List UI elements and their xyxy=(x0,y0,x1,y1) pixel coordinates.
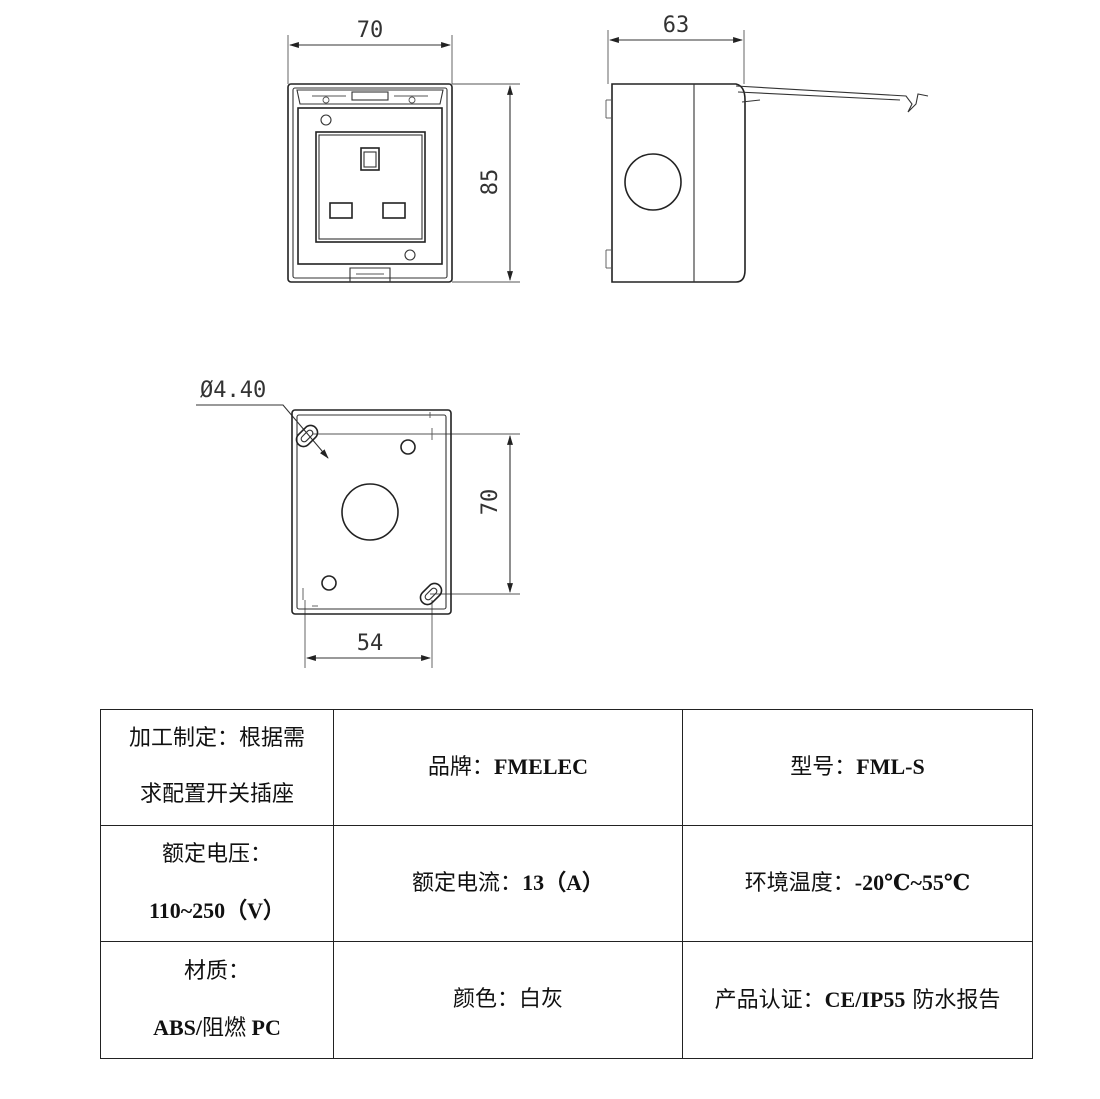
spec-cell: 环境温度：-20℃~55℃ xyxy=(682,824,1033,943)
front-width-dimension: 70 xyxy=(357,18,384,43)
spec-text: FML-S xyxy=(856,753,925,779)
spec-text: FMELEC xyxy=(493,753,589,779)
spec-text: 额定电压： xyxy=(161,841,272,867)
spec-cell: 颜色：白灰 xyxy=(333,941,683,1059)
spec-text: 环境温度： xyxy=(744,870,855,896)
spec-cell: 型号：FML-S xyxy=(682,709,1033,826)
spec-text: 品牌： xyxy=(427,754,494,780)
spec-text: 求配置开关插座 xyxy=(139,782,294,808)
spec-cell: 额定电压： 110~250（V） xyxy=(100,824,334,943)
spec-text: ABS/ xyxy=(153,1014,203,1040)
spec-cell-line: 额定电流：13（A） xyxy=(338,855,678,912)
front-height-dimension: 85 xyxy=(478,169,503,196)
front-view: 70 85 xyxy=(287,18,520,283)
spec-text: 产品认证： xyxy=(714,987,825,1013)
spec-cell: 品牌：FMELEC xyxy=(333,709,683,826)
back-view: Ø4.40 70 54 xyxy=(196,378,520,668)
side-view: 63 xyxy=(605,13,929,283)
back-vertical-dimension: 70 xyxy=(478,489,503,516)
spec-text: CE/IP55 xyxy=(824,986,906,1012)
technical-drawing: 70 85 63 xyxy=(196,13,929,668)
spec-cell-line: 环境温度：-20℃~55℃ xyxy=(687,855,1028,912)
side-depth-dimension: 63 xyxy=(663,13,690,38)
spec-cell-line: 材质： xyxy=(105,944,329,1000)
spec-cell: 额定电流：13（A） xyxy=(333,824,683,943)
spec-cell-line: 产品认证：CE/IP55 防水报告 xyxy=(687,972,1028,1029)
spec-cell-line: 颜色：白灰 xyxy=(338,972,678,1028)
spec-text: 加工制定：根据需 xyxy=(128,726,305,752)
spec-text: 110~250（V） xyxy=(148,897,286,923)
spec-text: 额定电流： xyxy=(412,870,523,896)
spec-row: 额定电压：110~250（V）额定电流：13（A）环境温度：-20℃~55℃ xyxy=(100,824,1033,943)
spec-text: 颜色：白灰 xyxy=(452,987,563,1013)
spec-cell: 加工制定：根据需求配置开关插座 xyxy=(100,709,334,826)
spec-text: 阻燃 xyxy=(202,1015,247,1041)
mounting-hole-dimension: Ø4.40 xyxy=(200,378,266,403)
back-horizontal-dimension: 54 xyxy=(357,631,384,656)
spec-text: 型号： xyxy=(790,754,857,780)
spec-text: 13（A） xyxy=(522,869,604,895)
spec-text: 防水报告 xyxy=(905,987,1001,1013)
spec-cell-line: 110~250（V） xyxy=(105,883,329,940)
spec-cell-line: 求配置开关插座 xyxy=(105,767,329,823)
spec-text: PC xyxy=(246,1014,281,1040)
spec-cell-line: 加工制定：根据需 xyxy=(105,711,329,767)
spec-text: 材质： xyxy=(183,958,250,984)
spec-cell: 材质： ABS/阻燃 PC xyxy=(100,941,334,1059)
spec-cell-line: 型号：FML-S xyxy=(687,739,1028,796)
spec-text: -20℃~55℃ xyxy=(854,869,971,895)
spec-row: 材质： ABS/阻燃 PC 颜色：白灰 产品认证：CE/IP55 防水报告 xyxy=(100,941,1033,1059)
spec-cell-line: 额定电压： xyxy=(105,827,329,883)
spec-cell-line: ABS/阻燃 PC xyxy=(105,1000,329,1057)
spec-cell-line: 品牌：FMELEC xyxy=(338,739,678,796)
spec-cell: 产品认证：CE/IP55 防水报告 xyxy=(682,941,1033,1059)
